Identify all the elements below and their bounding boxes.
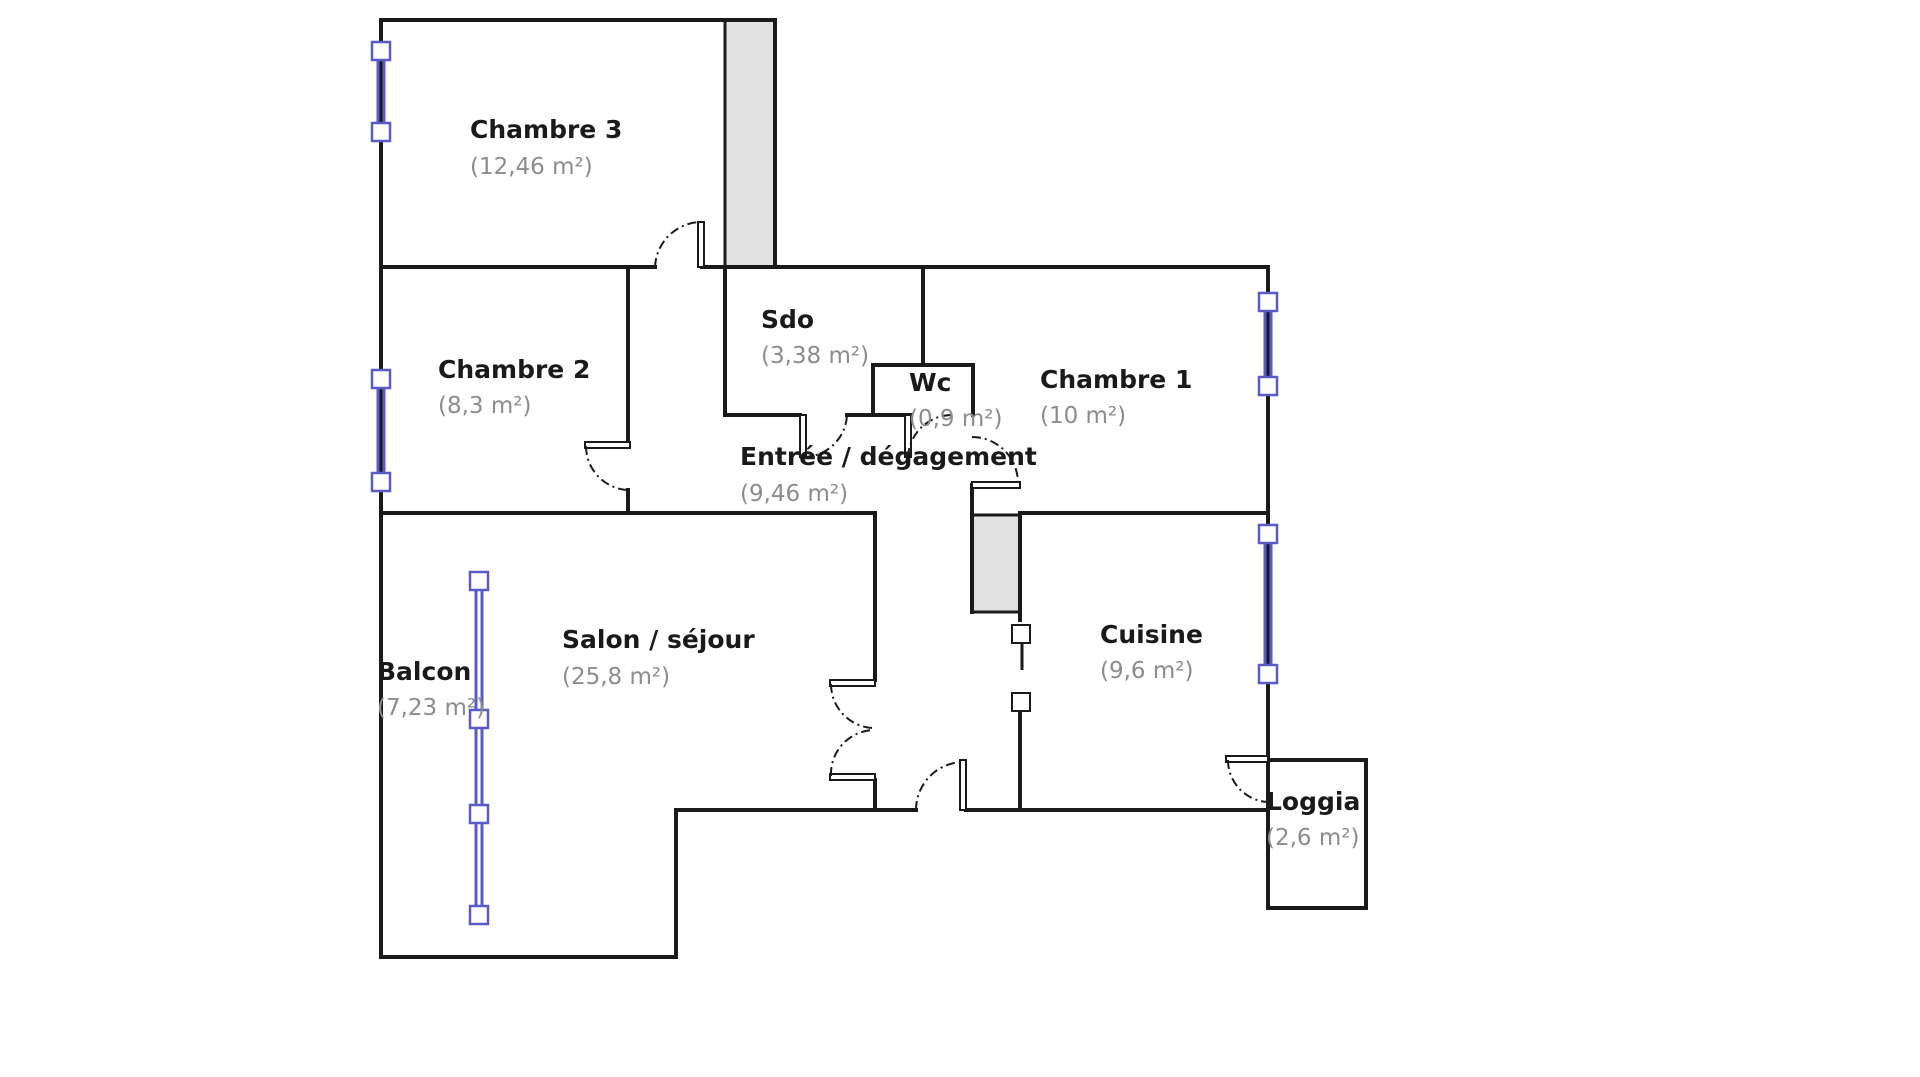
room-label-cuisine: Cuisine (9,6 m²) bbox=[1100, 620, 1203, 684]
window-handle-icon bbox=[1257, 523, 1279, 545]
window-handle-icon bbox=[1257, 375, 1279, 397]
window-handle-icon bbox=[468, 570, 490, 592]
room-label-wc: Wc (0,9 m²) bbox=[909, 368, 1002, 432]
door-swing-arc bbox=[829, 729, 874, 777]
room-area: (0,9 m²) bbox=[909, 406, 1002, 432]
window-handle-icon bbox=[1257, 291, 1279, 313]
room-name: Loggia bbox=[1266, 787, 1360, 816]
window-handle-icon bbox=[1257, 663, 1279, 685]
door-swing-arc bbox=[829, 683, 874, 729]
room-area: (12,46 m²) bbox=[470, 154, 593, 180]
room-name: Chambre 3 bbox=[470, 115, 622, 144]
room-label-chambre-3: Chambre 3 (12,46 m²) bbox=[470, 115, 622, 180]
door-leaf bbox=[1225, 755, 1269, 763]
room-name: Balcon bbox=[377, 657, 471, 686]
door-swing-arc bbox=[914, 761, 963, 811]
window-handle-icon bbox=[370, 368, 392, 390]
duct-block-middle bbox=[970, 513, 1022, 614]
walls bbox=[379, 18, 1368, 959]
doors bbox=[584, 221, 1269, 811]
room-name: Wc bbox=[909, 368, 951, 397]
room-name: Chambre 1 bbox=[1040, 365, 1192, 394]
door-leaf bbox=[971, 481, 1021, 489]
window-handle-icon bbox=[468, 904, 490, 926]
room-area: (8,3 m²) bbox=[438, 393, 531, 419]
room-area: (3,38 m²) bbox=[761, 343, 869, 369]
duct-block-top bbox=[723, 18, 777, 269]
window-handle-icon bbox=[468, 803, 490, 825]
door-swing-arc bbox=[907, 414, 952, 458]
room-name: Entrée / dégagement bbox=[740, 442, 1037, 471]
room-name: Chambre 2 bbox=[438, 355, 590, 384]
window-handle-icon bbox=[370, 471, 392, 493]
windows bbox=[370, 40, 1279, 926]
room-name: Cuisine bbox=[1100, 620, 1203, 649]
window-handle-icon bbox=[370, 40, 392, 62]
room-area: (25,8 m²) bbox=[562, 664, 670, 690]
room-name: Sdo bbox=[761, 305, 814, 334]
door-leaf bbox=[584, 441, 631, 449]
window-handle-icon bbox=[370, 121, 392, 143]
room-label-chambre-2: Chambre 2 (8,3 m²) bbox=[438, 355, 590, 419]
room-area: (9,6 m²) bbox=[1100, 658, 1193, 684]
window-handle-icon bbox=[1011, 692, 1031, 712]
window-handle-icon bbox=[468, 708, 490, 730]
room-label-entree: Entrée / dégagement (9,46 m²) bbox=[740, 442, 1037, 507]
door-leaf bbox=[829, 679, 876, 687]
room-label-salon: Salon / séjour (25,8 m²) bbox=[562, 625, 755, 690]
room-area: (2,6 m²) bbox=[1266, 825, 1359, 851]
door-leaf bbox=[697, 221, 705, 268]
door-swing-arc bbox=[584, 445, 629, 491]
room-label-balcon: Balcon (7,23 m²) bbox=[377, 657, 485, 721]
room-area: (9,46 m²) bbox=[740, 481, 848, 507]
door-swing-arc bbox=[802, 414, 848, 459]
room-label-chambre-1: Chambre 1 (10 m²) bbox=[1040, 365, 1192, 429]
door-swing-arc bbox=[1226, 759, 1269, 803]
door-leaf bbox=[959, 759, 967, 811]
door-swing-arc bbox=[971, 436, 1019, 484]
room-label-loggia: Loggia (2,6 m²) bbox=[1266, 787, 1360, 851]
window-handle-icon bbox=[1011, 624, 1031, 644]
room-label-sdo: Sdo (3,38 m²) bbox=[761, 305, 869, 369]
room-name: Salon / séjour bbox=[562, 625, 755, 654]
room-area: (7,23 m²) bbox=[377, 695, 485, 721]
room-area: (10 m²) bbox=[1040, 403, 1126, 429]
door-swing-arc bbox=[654, 221, 701, 268]
door-leaf bbox=[829, 773, 876, 781]
